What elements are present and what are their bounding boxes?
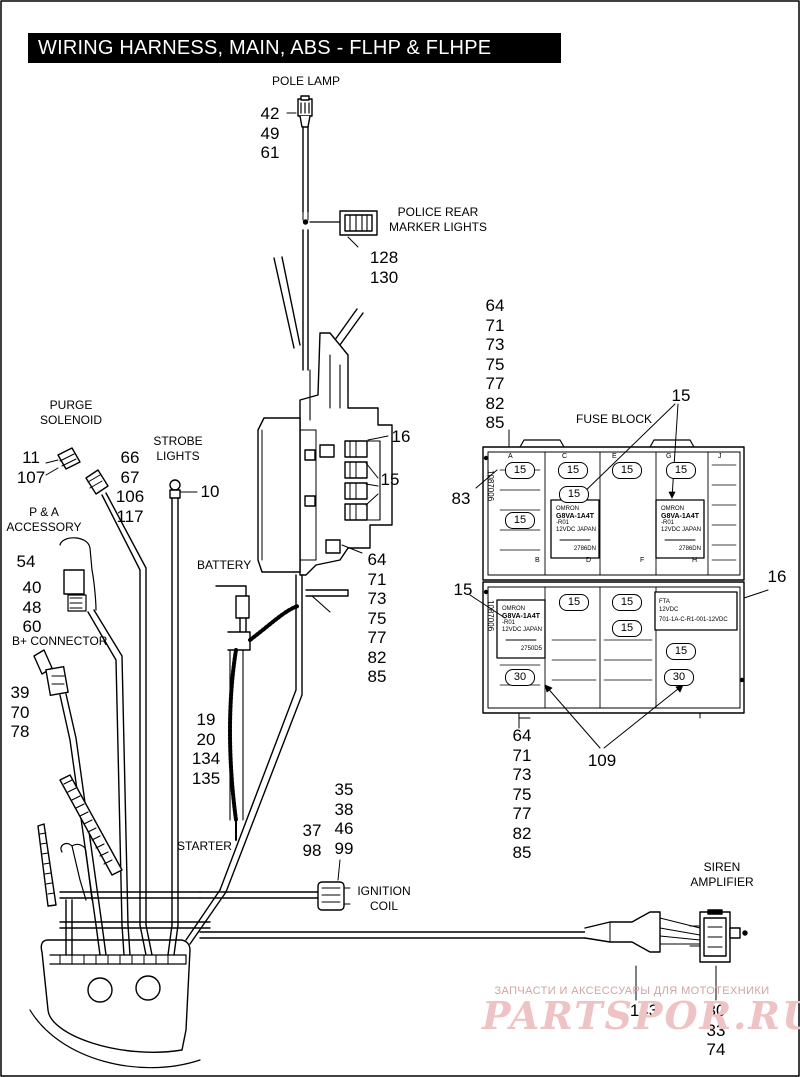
fuse-lower-2: 15 (612, 594, 642, 611)
col-letter-c: C (562, 453, 568, 460)
fuse-upper-6: 15 (505, 512, 535, 529)
siren-amplifier-connector (699, 909, 748, 963)
label-pole-lamp: POLE LAMP (271, 74, 341, 88)
rear-marker-connector (309, 210, 378, 236)
strobe-connector (169, 479, 198, 499)
col-letter-h: H (692, 557, 698, 564)
page-title: WIRING HARNESS, MAIN, ABS - FLHP & FLHPE (28, 33, 561, 63)
label-fuse-block: FUSE BLOCK (576, 412, 653, 426)
pa-accessory-connector (59, 537, 97, 612)
callout-fuse-15-left: 15 (453, 580, 473, 599)
fuse-upper-4: 15 (666, 462, 696, 479)
fuse-lower-5: 30 (505, 669, 535, 686)
watermark: ЗАПЧАСТИ И АКСЕССУАРЫ ДЛЯ МОТОТЕХНИКИ PA… (482, 985, 800, 1038)
col-letter-f: F (640, 557, 645, 564)
col-letter-d: D (586, 557, 592, 564)
fuse-upper-2: 15 (558, 462, 588, 479)
corrugated-tube-left (37, 774, 123, 907)
callout-harness-16: 16 (391, 427, 411, 446)
callout-pa-top: 54 (16, 552, 36, 571)
callout-fuse-83: 83 (451, 489, 471, 508)
col-letter-e: E (612, 453, 617, 460)
fuse-upper-5: 15 (559, 486, 589, 503)
b-plus-connector (33, 649, 69, 697)
callout-fuse-16-right: 16 (767, 567, 787, 586)
callout-fuse-109: 109 (587, 751, 617, 770)
fuse-lower-4: 15 (666, 643, 696, 660)
col-letter-g: G (666, 453, 672, 460)
callout-fuse-15-top: 15 (671, 386, 691, 405)
callout-siren-143: 143 (629, 1001, 659, 1020)
fuse-lower-1: 15 (559, 594, 589, 611)
fuse-upper-1: 15 (505, 462, 535, 479)
col-letter-a: A (508, 453, 513, 460)
col-letter-j: J (718, 453, 722, 460)
label-battery: BATTERY (197, 558, 252, 572)
label-starter: STARTER (177, 839, 232, 853)
label-b-plus-connector: B+ CONNECTOR (12, 634, 108, 648)
pole-lamp-connector (297, 95, 313, 128)
harness-junction-box (257, 332, 393, 613)
battery-cable (215, 585, 300, 841)
ignition-coil-connector (199, 881, 351, 911)
fuse-lower-6: 30 (664, 669, 694, 686)
callout-harness-15: 15 (380, 470, 400, 489)
fuse-block-part-number-upper: 1087006 (486, 470, 495, 502)
purge-solenoid-connector (57, 447, 109, 495)
fuse-lower-3: 15 (612, 620, 642, 637)
fuse-block-part-number-lower: 1087006 (486, 600, 495, 632)
col-letter-b: B (535, 557, 540, 564)
fuse-upper-3: 15 (612, 462, 642, 479)
frame-mount-bracket (29, 939, 201, 1069)
callout-strobe: 10 (200, 482, 220, 501)
